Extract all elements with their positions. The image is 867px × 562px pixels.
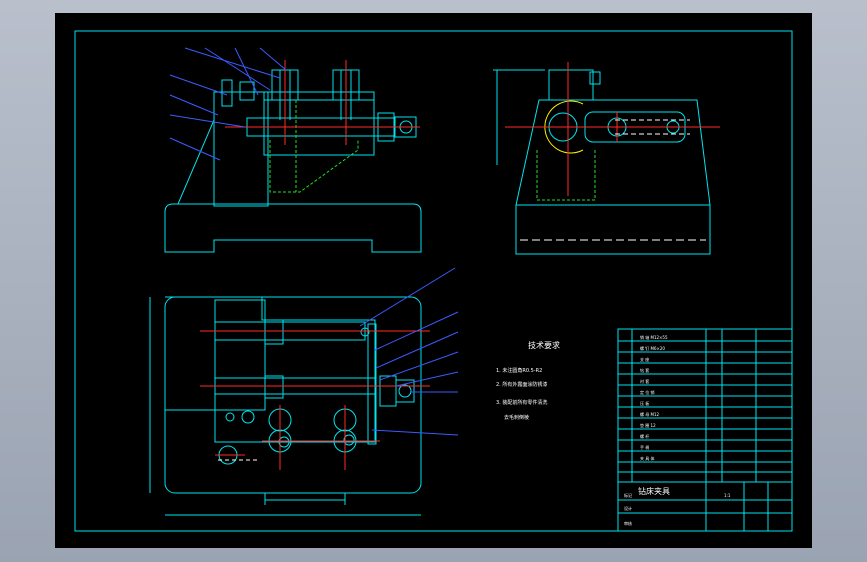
outer-frame	[74, 30, 793, 532]
note-item: 1. 未注圆角R0.5-R2	[496, 367, 542, 374]
svg-text:支 座: 支 座	[640, 356, 649, 362]
title-block-name: 钻床夹具	[638, 486, 670, 496]
svg-text:螺 母 M12: 螺 母 M12	[640, 411, 660, 417]
svg-text:设计: 设计	[624, 505, 632, 511]
svg-text:定 位 销: 定 位 销	[640, 389, 655, 395]
technical-notes: 技术要求 1. 未注圆角R0.5-R2 2. 所有外露面涂防锈漆 3. 装配前所…	[496, 340, 560, 421]
svg-text:手 柄: 手 柄	[640, 444, 649, 450]
drawing-sheet	[55, 13, 812, 548]
note-item: 3. 装配前所有零件清洗	[496, 399, 547, 406]
svg-text:夹 具 体: 夹 具 体	[640, 455, 655, 461]
svg-text:螺 钉 M6×20: 螺 钉 M6×20	[640, 345, 665, 351]
svg-text:压 板: 压 板	[640, 400, 649, 406]
svg-text:审核: 审核	[624, 520, 632, 526]
side-view	[493, 62, 720, 255]
svg-text:标记: 标记	[624, 492, 632, 498]
svg-text:销 轴 M12×55: 销 轴 M12×55	[640, 334, 668, 340]
svg-text:衬 套: 衬 套	[640, 378, 649, 384]
front-view	[164, 47, 422, 253]
note-item: 2. 所有外露面涂防锈漆	[496, 381, 547, 388]
svg-text:垫 圈 12: 垫 圈 12	[640, 422, 656, 428]
top-view	[149, 267, 459, 516]
svg-text:螺 杆: 螺 杆	[640, 433, 649, 439]
title-block: 销 轴 M12×55 螺 钉 M6×20 支 座 钻 套 衬 套 定 位 销 压…	[617, 328, 793, 532]
notes-heading: 技术要求	[528, 340, 560, 350]
scale-value: 1:1	[724, 493, 731, 498]
svg-text:钻 套: 钻 套	[640, 367, 649, 373]
note-item: 去毛刺倒棱	[504, 414, 529, 421]
